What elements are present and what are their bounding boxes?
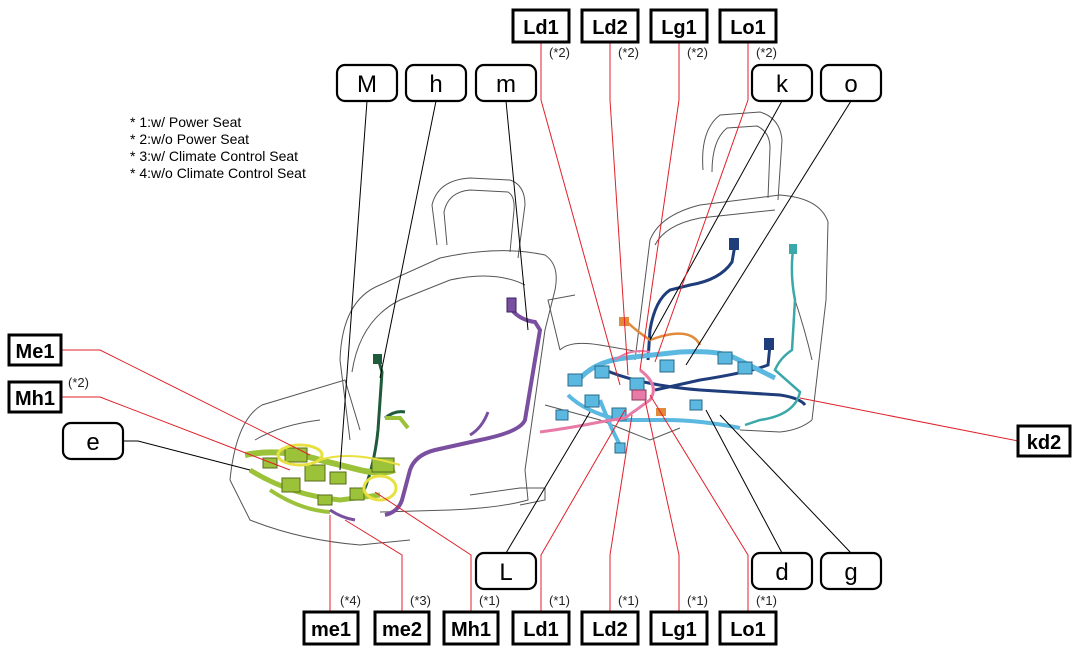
part-callout-g: g <box>844 559 857 586</box>
connector-label-ld2: Ld2 <box>592 17 628 39</box>
red-leader-lines <box>61 42 1019 612</box>
right-seat-harness <box>539 238 807 454</box>
connector-note: (*2) <box>549 45 570 60</box>
connector-label-kd2: kd2 <box>1027 432 1061 454</box>
connector-note: (*1) <box>687 593 708 608</box>
connector-label-lo1: Lo1 <box>730 17 766 39</box>
connector-label-me1-bottom: me1 <box>311 619 351 641</box>
left-seat-harness <box>244 297 543 522</box>
connector-note: (*1) <box>756 593 777 608</box>
connector-label-ld1-bottom: Ld1 <box>523 619 559 641</box>
part-callout-e: e <box>86 429 99 456</box>
legend-line: * 1:w/ Power Seat <box>130 114 241 130</box>
part-callout-L: L <box>499 559 512 586</box>
connector-note: (*1) <box>479 593 500 608</box>
legend-line: * 4:w/o Climate Control Seat <box>130 165 306 181</box>
top-part-callouts: M h m k o <box>335 63 883 103</box>
left-seat-outline <box>229 177 557 546</box>
left-labels: Me1 Mh1 (*2) e <box>7 333 125 461</box>
connector-label-ld2-bottom: Ld2 <box>592 619 628 641</box>
part-callout-M: M <box>357 71 377 98</box>
connector-note: (*2) <box>687 45 708 60</box>
connector-label-me2: me2 <box>382 619 422 641</box>
connector-label-lg1: Lg1 <box>661 17 697 39</box>
connector-label-mh1: Mh1 <box>15 388 55 410</box>
bottom-connector-labels: (*4) me1 (*3) me2 (*1) Mh1 (*1) Ld1 (*1)… <box>302 593 778 646</box>
connector-note: (*1) <box>549 593 570 608</box>
connector-note: (*1) <box>618 593 639 608</box>
part-callout-o: o <box>844 71 857 98</box>
right-labels: kd2 <box>1016 424 1072 458</box>
connector-label-lo1-bottom: Lo1 <box>730 619 766 641</box>
connector-label-lg1-bottom: Lg1 <box>661 619 697 641</box>
part-callout-d: d <box>775 559 788 586</box>
part-callout-h: h <box>429 71 442 98</box>
part-callout-m: m <box>496 71 516 98</box>
top-connector-labels: Ld1 (*2) Ld2 (*2) Lg1 (*2) Lo1 (*2) <box>511 8 778 60</box>
right-seat-outline <box>544 111 829 441</box>
connector-note: (*2) <box>756 45 777 60</box>
connector-note: (*2) <box>618 45 639 60</box>
legend: * 1:w/ Power Seat * 2:w/o Power Seat * 3… <box>130 114 306 181</box>
black-leader-lines <box>123 100 852 554</box>
connector-label-me1: Me1 <box>16 341 55 363</box>
legend-line: * 3:w/ Climate Control Seat <box>130 148 298 164</box>
bottom-part-callouts: L d g <box>474 551 883 591</box>
part-callout-k: k <box>776 71 789 98</box>
connector-note: (*2) <box>68 375 89 390</box>
connector-note: (*3) <box>410 593 431 608</box>
connector-label-mh1-bottom: Mh1 <box>451 619 491 641</box>
legend-line: * 2:w/o Power Seat <box>130 131 249 147</box>
connector-note: (*4) <box>340 593 361 608</box>
connector-label-ld1: Ld1 <box>523 17 559 39</box>
